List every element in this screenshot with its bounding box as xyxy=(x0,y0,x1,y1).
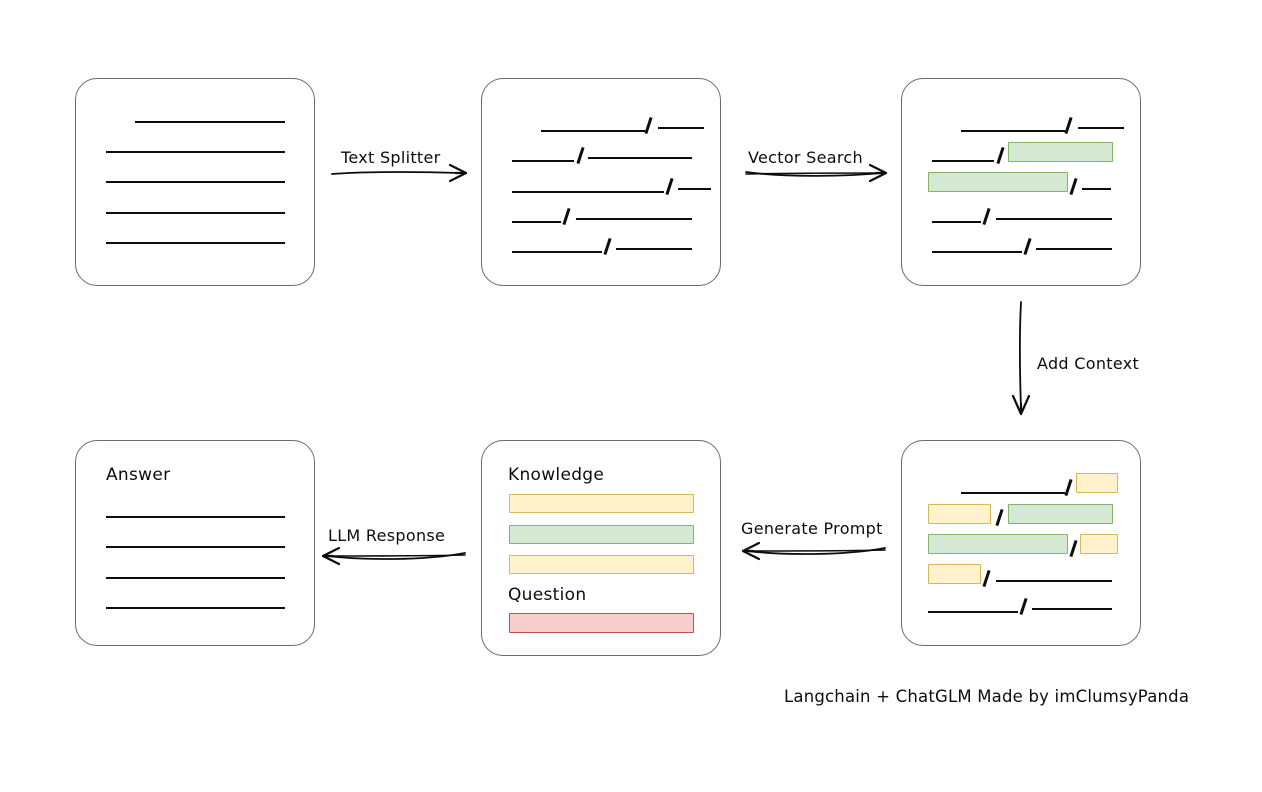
split-doc-r4-seg2 xyxy=(576,218,692,220)
search-doc-r3-highlight[interactable] xyxy=(928,172,1068,192)
source-doc-line-1 xyxy=(135,121,285,123)
answer-line-4 xyxy=(106,607,285,609)
split-doc-r3-seg1 xyxy=(512,191,664,193)
answer-line-1 xyxy=(106,516,285,518)
source-doc-line-3 xyxy=(106,181,285,183)
context-doc-r3-highlight-left[interactable] xyxy=(928,534,1068,554)
context-doc-r2-highlight-left[interactable] xyxy=(928,504,991,524)
split-doc-r1-seg1 xyxy=(541,130,645,132)
context-doc-r4-seg2 xyxy=(996,580,1112,582)
connector-add-context xyxy=(1010,300,1070,420)
search-doc-r5-seg1 xyxy=(932,251,1022,253)
node-split-document[interactable] xyxy=(481,78,721,286)
connector-label-llm-response: LLM Response xyxy=(328,526,446,545)
prompt-question-bar-1[interactable] xyxy=(509,613,694,633)
connector-label-generate-prompt: Generate Prompt xyxy=(741,519,883,538)
connector-label-vector-search: Vector Search xyxy=(748,148,863,167)
split-doc-r2-seg2 xyxy=(588,157,692,159)
connector-generate-prompt xyxy=(737,520,887,565)
prompt-knowledge-bar-3[interactable] xyxy=(509,555,694,574)
answer-line-3 xyxy=(106,577,285,579)
context-doc-r4-highlight[interactable] xyxy=(928,564,981,584)
split-doc-r2-seg1 xyxy=(512,160,574,162)
search-doc-r2-highlight[interactable] xyxy=(1008,142,1113,162)
source-doc-line-2 xyxy=(106,151,285,153)
connector-vector-search xyxy=(744,142,890,187)
context-doc-r3-highlight-right[interactable] xyxy=(1080,534,1118,554)
search-doc-r1-seg2 xyxy=(1078,127,1124,129)
source-doc-line-5 xyxy=(106,242,285,244)
search-doc-r5-seg2 xyxy=(1036,248,1112,250)
prompt-knowledge-bar-1[interactable] xyxy=(509,494,694,513)
node-answer-card[interactable] xyxy=(75,440,315,646)
split-doc-r4-seg1 xyxy=(512,221,561,223)
source-doc-line-4 xyxy=(106,212,285,214)
context-doc-r2-highlight-right[interactable] xyxy=(1008,504,1113,524)
search-doc-r2-seg1 xyxy=(932,160,994,162)
split-doc-r5-seg2 xyxy=(616,248,692,250)
context-doc-r5-seg1 xyxy=(928,611,1018,613)
prompt-knowledge-bar-2[interactable] xyxy=(509,525,694,544)
answer-title: Answer xyxy=(106,465,171,485)
search-doc-r4-seg2 xyxy=(996,218,1112,220)
prompt-question-title: Question xyxy=(508,585,587,605)
connector-text-splitter xyxy=(330,142,470,187)
answer-line-2 xyxy=(106,546,285,548)
prompt-knowledge-title: Knowledge xyxy=(508,465,605,485)
search-doc-r1-seg1 xyxy=(961,130,1065,132)
search-doc-r3-seg2 xyxy=(1082,188,1111,190)
connector-llm-response xyxy=(317,525,467,570)
split-doc-r5-seg1 xyxy=(512,251,602,253)
search-doc-r4-seg1 xyxy=(932,221,981,223)
context-doc-r5-seg2 xyxy=(1032,608,1112,610)
context-doc-r1-highlight[interactable] xyxy=(1076,473,1118,493)
connector-label-add-context: Add Context xyxy=(1037,354,1140,373)
context-doc-r1-seg1 xyxy=(961,492,1065,494)
connector-label-text-splitter: Text Splitter xyxy=(341,148,441,167)
footer-attribution: Langchain + ChatGLM Made by imClumsyPand… xyxy=(784,687,1190,706)
split-doc-r3-seg2 xyxy=(678,188,711,190)
split-doc-r1-seg2 xyxy=(658,127,704,129)
